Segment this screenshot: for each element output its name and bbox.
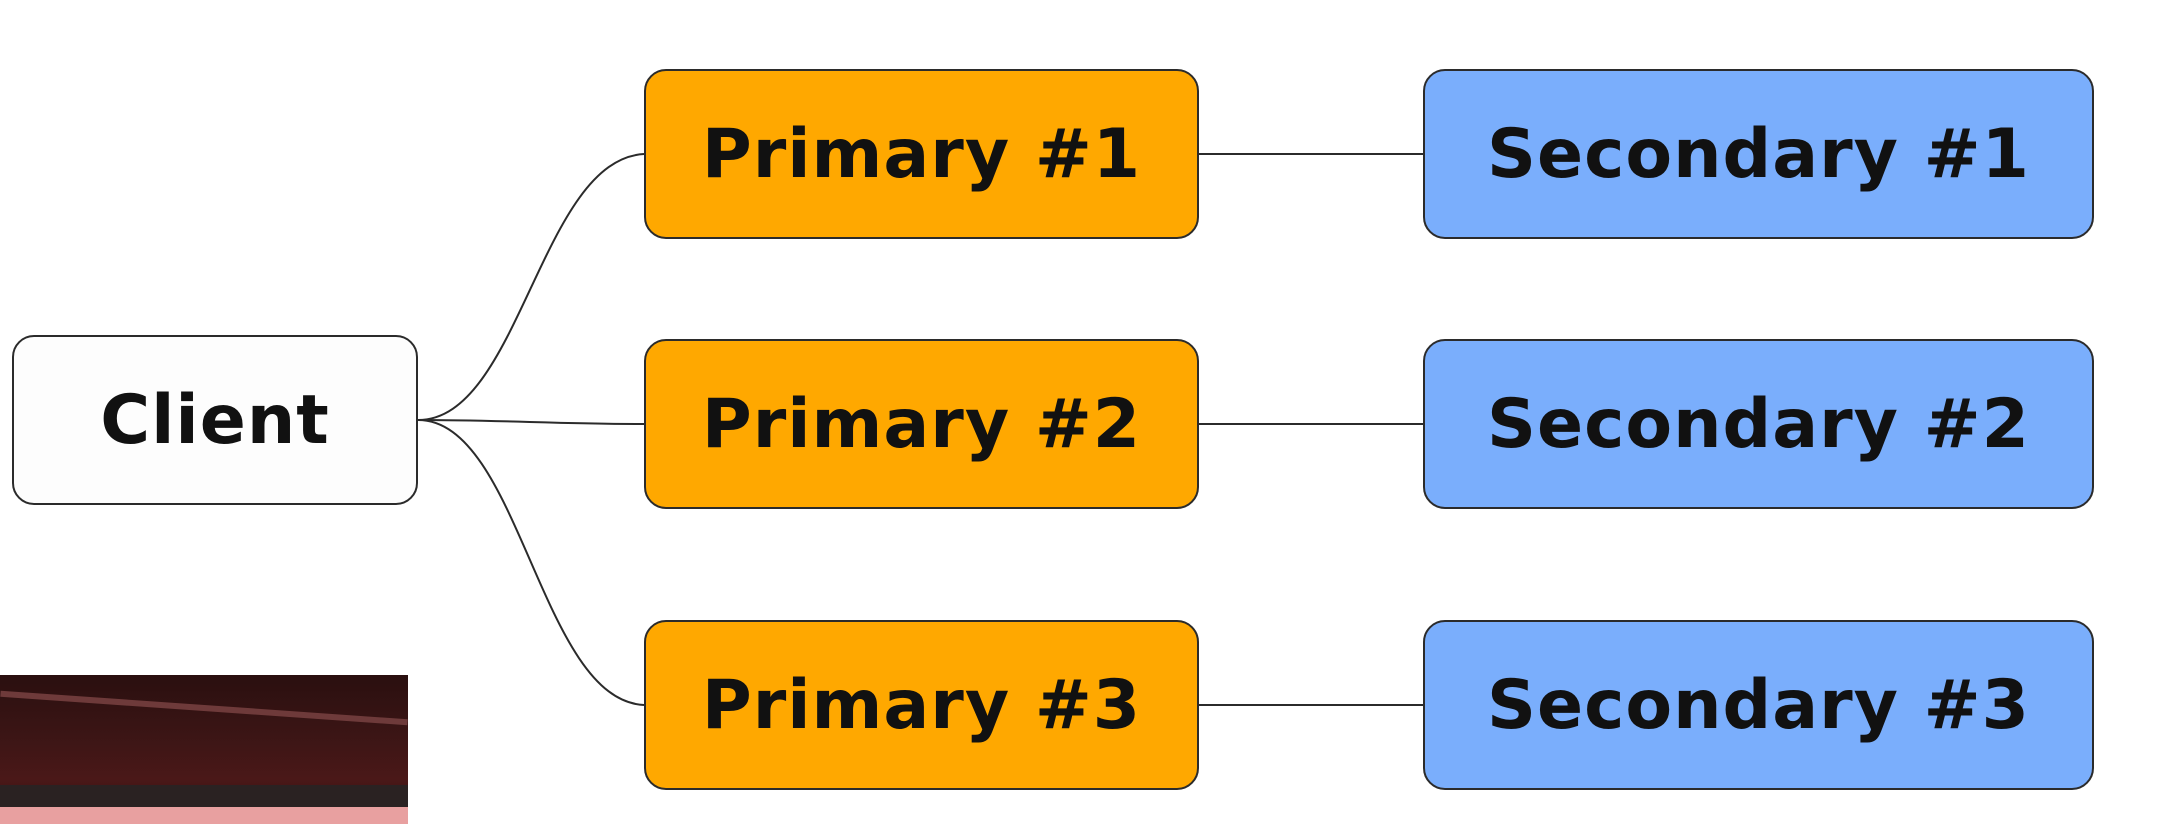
primary-node-3: Primary #3 <box>644 620 1199 790</box>
primary-node-2: Primary #2 <box>644 339 1199 509</box>
thumbnail-screen <box>0 807 408 824</box>
client-node: Client <box>12 335 418 505</box>
thumbnail-toolbar <box>0 785 408 807</box>
thumbnail-beam <box>0 690 408 726</box>
edge-client-primary-2 <box>417 419 645 425</box>
secondary-node-2: Secondary #2 <box>1423 339 2094 509</box>
edge-client-primary-3 <box>417 419 645 706</box>
edge-client-primary-1 <box>417 153 645 421</box>
video-thumbnail[interactable] <box>0 675 408 824</box>
secondary-node-3: Secondary #3 <box>1423 620 2094 790</box>
primary-node-1: Primary #1 <box>644 69 1199 239</box>
secondary-node-1: Secondary #1 <box>1423 69 2094 239</box>
